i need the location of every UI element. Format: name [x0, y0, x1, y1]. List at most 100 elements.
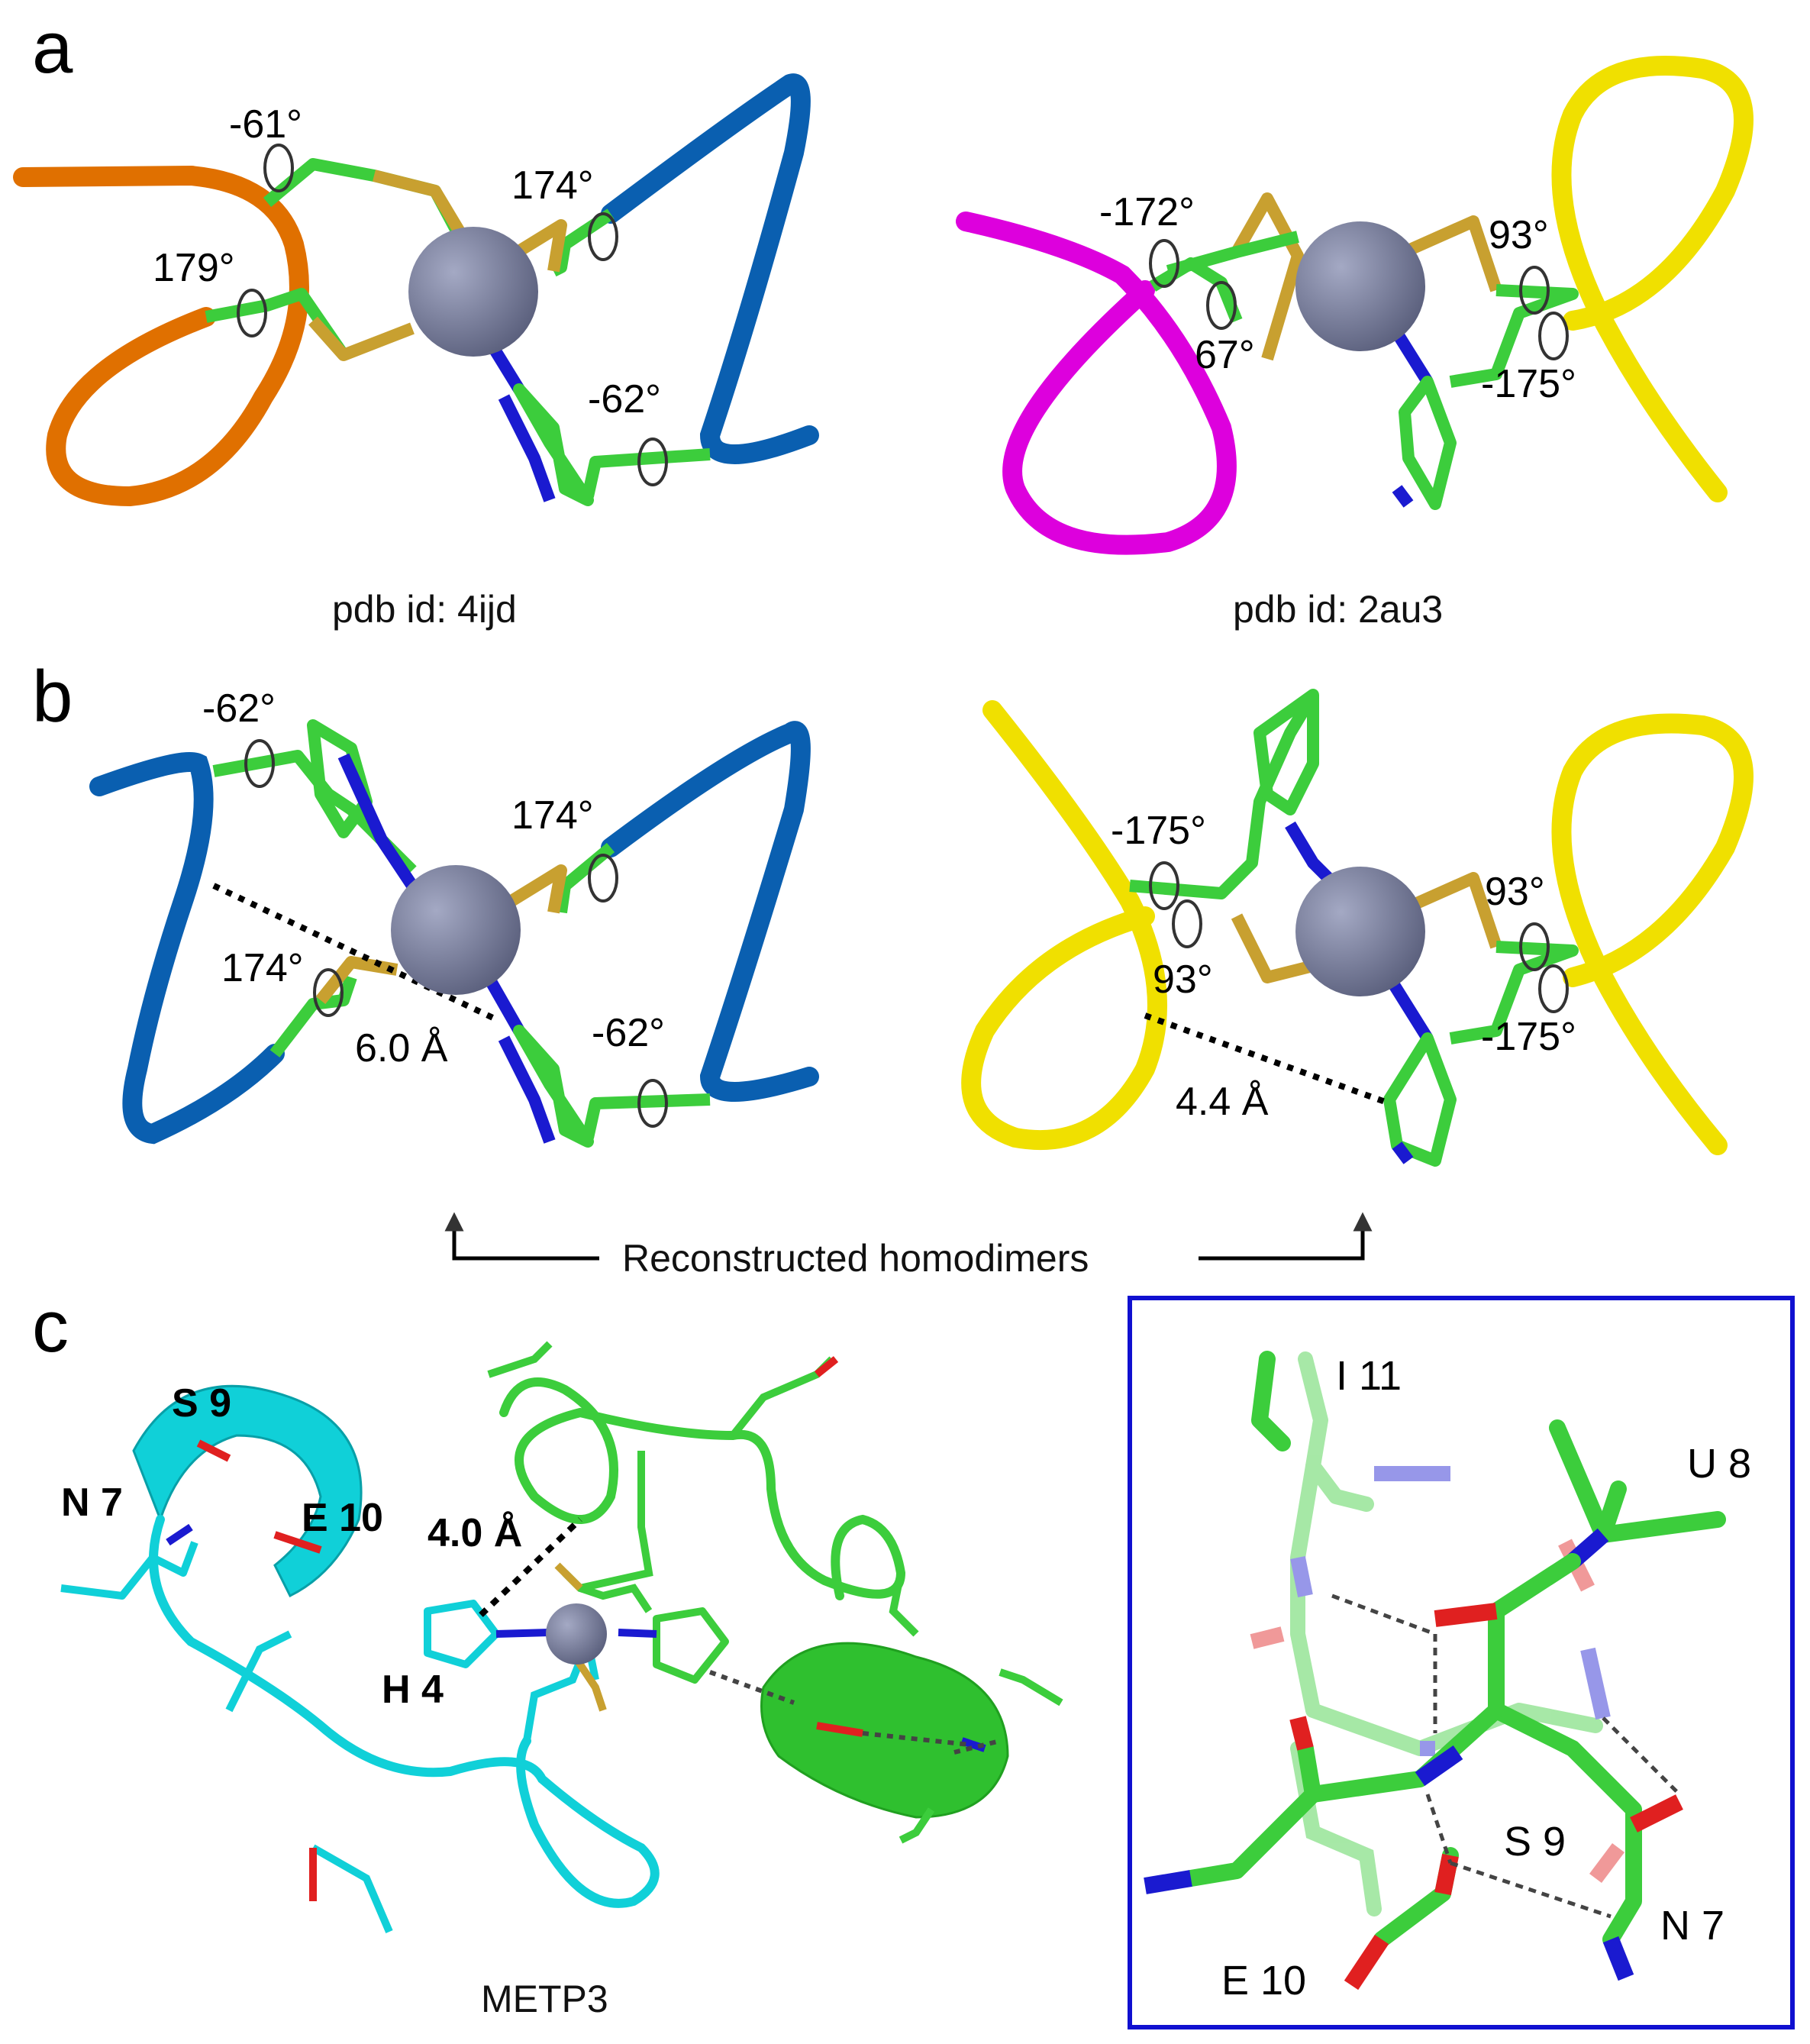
yellow-backbone-b-left [961, 700, 1167, 1151]
green-backbone [499, 1377, 906, 1600]
inset-label: U 8 [1687, 1441, 1751, 1487]
his-n-b3 [1285, 821, 1333, 883]
cys-s-b2 [315, 956, 398, 1004]
his-ring-b3 [1253, 689, 1319, 815]
his-ring-c-cyan [424, 1600, 500, 1668]
inset-h-bond [1602, 1716, 1681, 1796]
h-bond [953, 1739, 1001, 1755]
green-helix-sidechain [999, 1668, 1063, 1707]
inset-border [1128, 1296, 1795, 2029]
inset-label: N 7 [1660, 1903, 1725, 1949]
inset-nitrogen [1144, 1870, 1192, 1894]
metp3-caption: METP3 [481, 1978, 608, 2020]
inset-u8-branch [1595, 1481, 1627, 1543]
panel-b-left-structure: -62° 174° 174° -62° 6.0 Å [89, 686, 819, 1148]
his-sidechain [582, 448, 711, 498]
cys-sidechain-b2 [269, 975, 357, 1058]
cys-s-b1 [508, 864, 567, 914]
residue-label: E 10 [302, 1496, 383, 1540]
inset-nitrogen [1602, 1936, 1634, 1981]
his-n-b1 [337, 753, 418, 890]
rotation-icon [1519, 266, 1550, 315]
nitrogen-atom [166, 1523, 193, 1546]
his-n-c-cyan [495, 1629, 550, 1638]
rotation-icon [244, 739, 275, 788]
his-n [498, 394, 556, 502]
oxygen-atom [196, 1439, 231, 1462]
angle-label: 174° [511, 793, 594, 838]
yellow-backbone-b-right [1551, 713, 1754, 1155]
cys-s-bond-4 [1231, 192, 1304, 361]
angle-label: 93° [1485, 870, 1545, 914]
his-ring-b4 [1383, 1032, 1457, 1167]
cyan-sidechain [225, 1630, 292, 1713]
inset-label: I 11 [1336, 1353, 1402, 1399]
rotation-icon [1538, 312, 1569, 360]
cys-s-c [554, 1562, 583, 1591]
zinc-ion-b-left [391, 865, 521, 995]
cys-s-bond-2 [308, 316, 415, 361]
rotation-icon [1172, 899, 1202, 948]
his-ring-b1 [307, 719, 373, 838]
distance-label: 4.4 Å [1176, 1080, 1269, 1124]
bracket-left-arm [444, 1212, 599, 1261]
magenta-backbone [956, 212, 1237, 555]
faded-backbone [1290, 1458, 1603, 1756]
faded-sidechain [1298, 1351, 1374, 1512]
zinc-ion-a-right [1295, 221, 1425, 351]
panel-b-right-structure: -175° 93° 93° -175° 4.4 Å [961, 689, 1754, 1167]
inset-label: S 9 [1504, 1819, 1566, 1865]
rotation-icon [263, 144, 294, 192]
faded-nitrogen [1290, 1556, 1313, 1597]
blue-backbone-b-right [601, 721, 819, 1102]
his-sidechain-b3 [1129, 691, 1318, 899]
faded-nitrogen [1580, 1647, 1611, 1720]
rotation-icon [313, 968, 344, 1017]
cyan-sidechain [311, 1844, 393, 1933]
faded-oxygen [1589, 1843, 1624, 1883]
cys-sidechain-b1 [555, 842, 615, 914]
cys-s-bond-5 [1402, 215, 1502, 292]
angle-label: -61° [229, 102, 302, 147]
cyan-sidechain [60, 1541, 198, 1600]
distance-line-4-4 [1144, 1012, 1391, 1106]
rotation-icon [1538, 964, 1569, 1013]
cys-s-b4 [1402, 872, 1502, 949]
residue-label: H 4 [382, 1668, 444, 1712]
h-bond [862, 1731, 970, 1747]
panel-c-main-structure: S 9 N 7 E 10 4.0 Å H 4 METP3 [60, 1341, 1063, 2020]
inset-oxygen [1289, 1716, 1314, 1751]
angle-label: 93° [1153, 957, 1213, 1002]
angle-label: -175° [1481, 362, 1576, 406]
cyan-backbone [149, 1515, 660, 1908]
rotation-icon [1149, 861, 1179, 910]
pdb-caption-2au3: pdb id: 2au3 [1233, 588, 1443, 631]
his-bond-b2 [483, 974, 524, 1034]
his-bond-b4 [1384, 974, 1433, 1042]
his-n-a [1392, 485, 1414, 508]
h-bond [708, 1670, 795, 1705]
residue-label: S 9 [172, 1381, 231, 1426]
green-sidechain [487, 1341, 553, 1378]
panel-c-inset: I 11 U 8 S 9 N 7 E 10 [1128, 1296, 1795, 2029]
angle-label: 93° [1489, 213, 1549, 257]
orange-backbone [13, 165, 309, 507]
faded-oxygen [1250, 1626, 1285, 1649]
reconstructed-homodimers-label: Reconstructed homodimers [622, 1237, 1089, 1280]
angle-label: -62° [588, 377, 661, 421]
his-ring [513, 383, 594, 506]
inset-h-bond [1425, 1794, 1453, 1864]
blue-backbone-left [601, 73, 819, 464]
angle-label: 179° [153, 246, 235, 290]
inset-backbone-3 [1182, 1786, 1321, 1887]
oxygen-atom [273, 1531, 322, 1554]
zinc-ion-b-right [1295, 867, 1425, 996]
green-sidechain [579, 1451, 653, 1592]
green-helix-sidechain [899, 1807, 935, 1844]
inset-h-bond [1450, 1861, 1612, 1919]
panel-a-right-structure: -172° 67° 93° -175° pdb id: 2au3 [956, 56, 1754, 631]
angle-label: -175° [1481, 1015, 1576, 1059]
his-ring-c-green [653, 1607, 729, 1684]
inset-nitrogen [1415, 1745, 1463, 1787]
